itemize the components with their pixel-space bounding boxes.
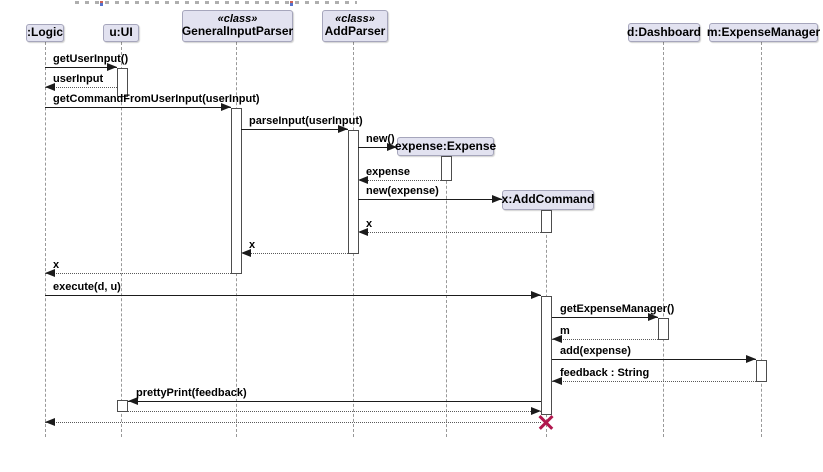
participant-ui: u:UI — [103, 24, 139, 42]
message-prettyprint-feedback — [128, 401, 541, 402]
arrowhead-icon — [358, 228, 368, 236]
arrowhead-icon — [531, 407, 541, 415]
message-getcommandfromuserinput-userinput — [45, 107, 231, 108]
message-add-expense — [552, 359, 756, 360]
message-add-expense-label: add(expense) — [560, 345, 631, 357]
arrowhead-icon — [221, 103, 231, 111]
participant-expense: expense:Expense — [394, 137, 497, 156]
participant-label: u:UI — [109, 25, 133, 40]
message-return — [128, 411, 541, 412]
message-x — [45, 273, 231, 274]
arrowhead-icon — [648, 313, 658, 321]
message-getcommandfromuserinput-userinput-label: getCommandFromUserInput(userInput) — [53, 93, 260, 105]
lifeline-dashboard — [663, 42, 664, 437]
message-x-label: x — [366, 218, 373, 230]
message-expense-label: expense — [366, 166, 411, 178]
message-m-label: m — [560, 325, 570, 337]
message-prettyprint-feedback-label: prettyPrint(feedback) — [136, 387, 247, 399]
cropped-text-remnant — [75, 1, 357, 6]
message-new-expense-label: new(expense) — [366, 185, 439, 197]
arrowhead-icon — [45, 418, 55, 426]
participant-label: GeneralInputParser — [181, 24, 294, 39]
arrowhead-icon — [45, 269, 55, 277]
message-expense — [358, 180, 441, 181]
activation-bar-addcommand — [541, 210, 552, 233]
activation-bar-expensemanager — [756, 360, 767, 382]
arrowhead-icon — [45, 83, 55, 91]
message-userinput-label: userInput — [53, 73, 104, 85]
activation-bar-ui — [117, 68, 128, 97]
arrowhead-icon — [338, 125, 348, 133]
participant-label: x:AddCommand — [501, 192, 595, 207]
message-x-label: x — [249, 239, 256, 251]
destroy-x-icon — [538, 414, 554, 430]
lifeline-expense — [446, 156, 447, 437]
arrowhead-icon — [387, 143, 397, 151]
arrowhead-icon — [128, 397, 138, 405]
activation-bar-generalinputparser — [231, 108, 242, 274]
message-userinput — [45, 87, 117, 88]
activation-bar-ui — [117, 400, 128, 412]
activation-bar-addparser — [348, 130, 359, 254]
participant-label: AddParser — [324, 24, 386, 39]
message-new — [358, 147, 397, 148]
participant-expensemanager: m:ExpenseManager — [706, 23, 821, 42]
arrowhead-icon — [107, 63, 117, 71]
lifeline-logic — [45, 42, 46, 437]
message-feedback-string — [552, 381, 756, 382]
message-new-expense — [358, 199, 502, 200]
arrowhead-icon — [241, 249, 251, 257]
activation-bar-addcommand — [541, 296, 552, 415]
arrowhead-icon — [552, 335, 562, 343]
lifeline-expensemanager — [761, 42, 762, 437]
participant-label: :Logic — [27, 25, 63, 40]
participant-label: m:ExpenseManager — [706, 24, 821, 39]
arrowhead-icon — [746, 355, 756, 363]
message-execute-d-u-label: execute(d, u) — [53, 281, 121, 293]
message-getexpensemanager — [552, 317, 658, 318]
message-parseinput-userinput — [241, 129, 348, 130]
participant-dashboard: d:Dashboard — [627, 23, 702, 42]
message-getuserinput-label: getUserInput() — [53, 53, 129, 65]
message-x — [241, 253, 348, 254]
lifeline-ui — [121, 42, 122, 437]
message-new-label: new() — [366, 133, 395, 145]
participant-addcommand: x:AddCommand — [502, 190, 594, 210]
stereotype-label: «class» — [335, 12, 375, 25]
message-return — [45, 422, 541, 423]
cropped-text-remnant-tick — [100, 1, 103, 6]
activation-bar-dashboard — [658, 318, 669, 340]
activation-bar-expense — [441, 156, 452, 181]
arrowhead-icon — [358, 176, 368, 184]
participant-logic: :Logic — [26, 24, 64, 42]
message-execute-d-u — [45, 295, 541, 296]
message-getexpensemanager-label: getExpenseManager() — [560, 303, 675, 315]
message-feedback-string-label: feedback : String — [560, 367, 650, 379]
participant-generalinputparser: «class»GeneralInputParser — [182, 10, 293, 42]
message-parseinput-userinput-label: parseInput(userInput) — [249, 115, 363, 127]
participant-label: d:Dashboard — [627, 24, 702, 39]
participant-label: expense:Expense — [394, 138, 497, 153]
cropped-text-remnant-tick — [290, 1, 293, 6]
arrowhead-icon — [552, 377, 562, 385]
message-x — [358, 232, 541, 233]
arrowhead-icon — [531, 291, 541, 299]
arrowhead-icon — [492, 195, 502, 203]
stereotype-label: «class» — [217, 12, 258, 25]
participant-addparser: «class»AddParser — [322, 10, 388, 42]
message-x-label: x — [53, 259, 60, 271]
message-getuserinput — [45, 67, 117, 68]
message-m — [552, 339, 658, 340]
